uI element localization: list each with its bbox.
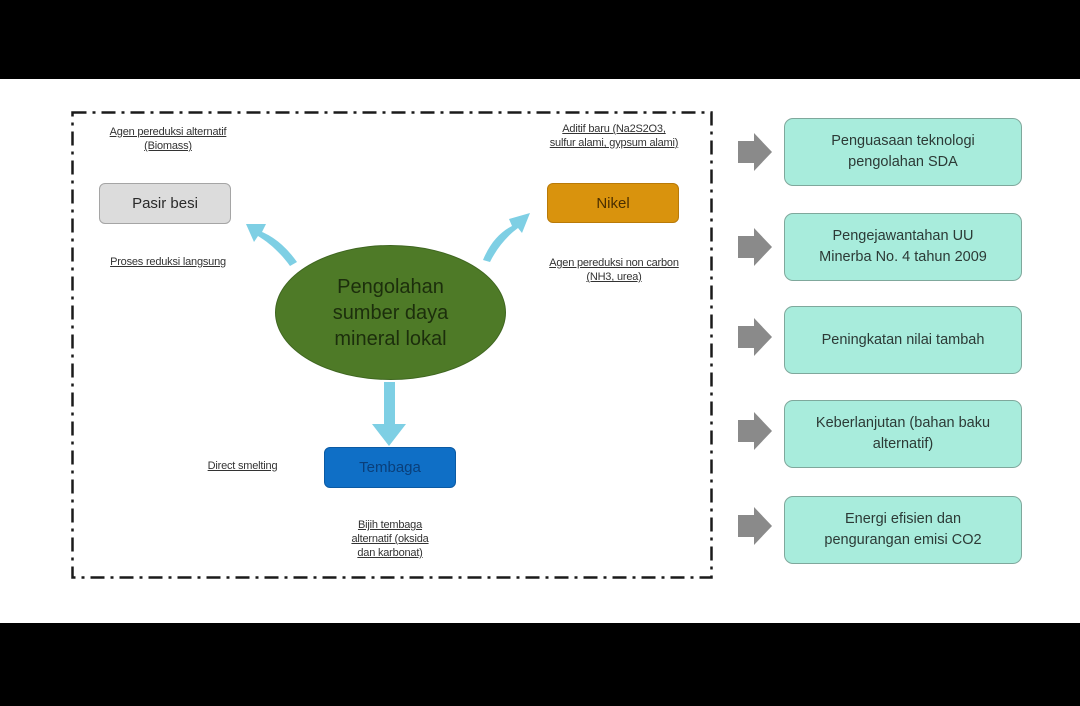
frame-border bbox=[71, 111, 713, 579]
center-label-line: sumber daya bbox=[332, 301, 449, 324]
note-nikel-bottom: Agen pereduksi non carbon (NH3, urea) bbox=[528, 256, 700, 284]
note-pasir-besi-bottom: Proses reduksi langsung bbox=[88, 255, 248, 269]
dashed-frame bbox=[71, 111, 713, 579]
note-line: Agen pereduksi alternatif bbox=[109, 126, 227, 138]
node-label: Pasir besi bbox=[132, 195, 198, 212]
outcome-line: Pengejawantahan UU bbox=[832, 228, 974, 244]
outcome-arrow-3 bbox=[738, 318, 772, 356]
outcome-line: Peningkatan nilai tambah bbox=[821, 331, 985, 348]
note-line: alternatif (oksida bbox=[351, 533, 429, 545]
note-line: (Biomass) bbox=[144, 140, 192, 152]
top-black-bar bbox=[0, 0, 1080, 79]
outcome-box-5: Energi efisien dan pengurangan emisi CO2 bbox=[784, 496, 1022, 564]
center-label-line: Pengolahan bbox=[337, 275, 444, 298]
note-tembaga-left: Direct smelting bbox=[190, 459, 295, 473]
note-line: Agen pereduksi non carbon bbox=[549, 257, 679, 269]
bottom-black-bar bbox=[0, 623, 1080, 706]
outcome-box-2: Pengejawantahan UU Minerba No. 4 tahun 2… bbox=[784, 213, 1022, 281]
outcome-box-1: Penguasaan teknologi pengolahan SDA bbox=[784, 118, 1022, 186]
node-tembaga: Tembaga bbox=[324, 447, 456, 488]
note-tembaga-bottom: Bijih tembaga alternatif (oksida dan kar… bbox=[330, 518, 450, 560]
outcome-arrows bbox=[738, 133, 772, 545]
outcome-line: Keberlanjutan (bahan baku bbox=[815, 415, 991, 431]
outcome-line: alternatif) bbox=[872, 436, 934, 452]
outcome-arrow-2 bbox=[738, 228, 772, 266]
note-line: Proses reduksi langsung bbox=[110, 256, 226, 268]
center-node-pengolahan: Pengolahan sumber daya mineral lokal bbox=[275, 245, 506, 380]
note-line: Bijih tembaga bbox=[357, 519, 423, 531]
note-line: Direct smelting bbox=[207, 460, 278, 472]
node-label: Nikel bbox=[596, 194, 630, 212]
note-line: dan karbonat) bbox=[357, 547, 423, 559]
note-nikel-top: Aditif baru (Na2S2O3, sulfur alami, gyps… bbox=[528, 122, 700, 150]
outcome-line: Energi efisien dan bbox=[844, 511, 962, 527]
outcome-arrow-5 bbox=[738, 507, 772, 545]
node-pasir-besi: Pasir besi bbox=[99, 183, 231, 224]
center-label-line: mineral lokal bbox=[334, 327, 447, 350]
outcome-arrow-4 bbox=[738, 412, 772, 450]
outcome-line: Penguasaan teknologi bbox=[831, 133, 975, 149]
outcome-arrow-1 bbox=[738, 133, 772, 171]
outcome-line: pengolahan SDA bbox=[848, 154, 958, 170]
node-label: Tembaga bbox=[359, 459, 421, 476]
note-pasir-besi-top: Agen pereduksi alternatif (Biomass) bbox=[88, 125, 248, 153]
node-nikel: Nikel bbox=[547, 183, 679, 223]
note-line: (NH3, urea) bbox=[586, 271, 642, 283]
note-line: sulfur alami, gypsum alami) bbox=[549, 137, 679, 149]
outcome-box-4: Keberlanjutan (bahan baku alternatif) bbox=[784, 400, 1022, 468]
outcome-line: Minerba No. 4 tahun 2009 bbox=[819, 249, 987, 265]
note-line: Aditif baru (Na2S2O3, bbox=[562, 123, 666, 135]
outcome-box-3: Peningkatan nilai tambah bbox=[784, 306, 1022, 374]
outcome-line: pengurangan emisi CO2 bbox=[824, 532, 982, 548]
